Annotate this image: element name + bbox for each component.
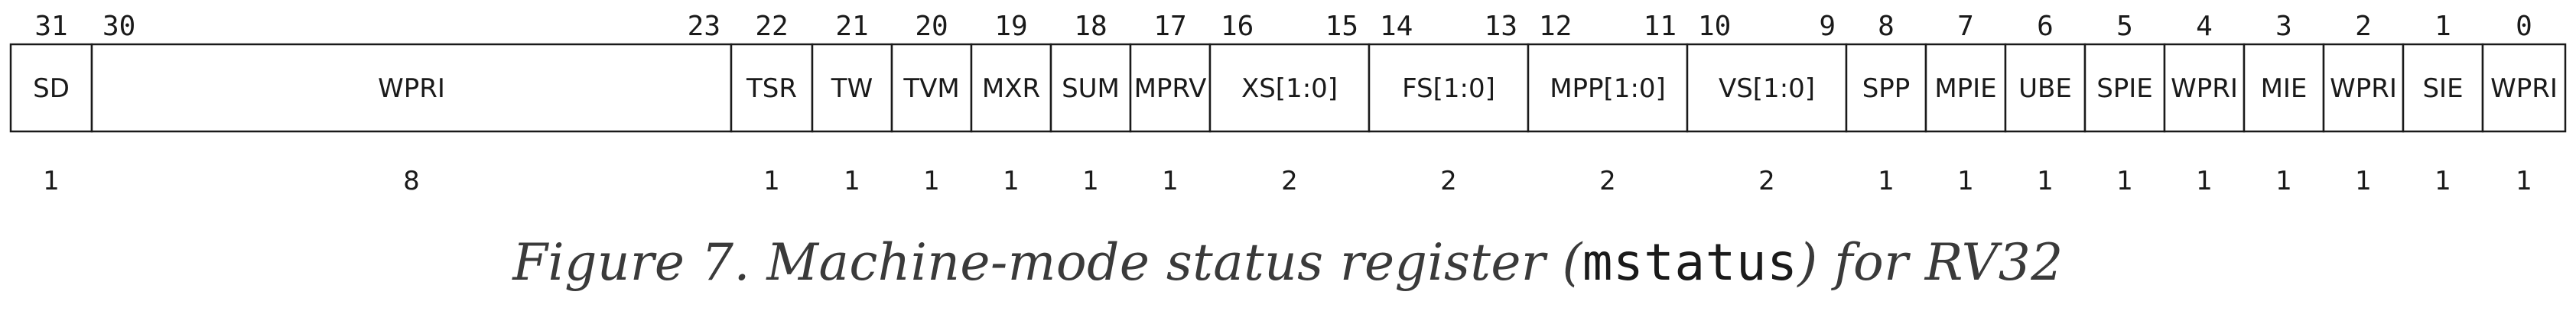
field-0-box — [9, 43, 93, 133]
field-4-bit: 20 — [915, 11, 948, 42]
field-9-lsb: 13 — [1485, 11, 1517, 42]
field-2-width: 1 — [763, 166, 780, 196]
field-16-bit: 4 — [2196, 11, 2213, 42]
field-18-bit: 2 — [2355, 11, 2372, 42]
field-6-box — [1049, 43, 1132, 133]
field-6-name: SUM — [1062, 73, 1120, 104]
field-4-width: 1 — [923, 166, 940, 196]
field-18-name: WPRI — [2330, 73, 2397, 104]
field-15-box — [2083, 43, 2166, 133]
field-20-name: WPRI — [2490, 73, 2558, 104]
field-7-bit: 17 — [1153, 11, 1186, 42]
field-19-bit: 1 — [2435, 11, 2451, 42]
field-5-name: MXR — [982, 73, 1040, 104]
field-15-width: 1 — [2116, 166, 2133, 196]
caption-suffix: ) for RV32 — [1797, 233, 2064, 292]
field-0-name: SD — [33, 73, 70, 104]
field-13-box — [1924, 43, 2007, 133]
field-0-width: 1 — [43, 166, 60, 196]
field-11-box — [1686, 43, 1848, 133]
field-0-bit: 31 — [34, 11, 67, 42]
field-20-box — [2481, 43, 2567, 133]
field-10-width: 2 — [1599, 166, 1616, 196]
field-16-box — [2163, 43, 2246, 133]
field-11-name: VS[1:0] — [1719, 73, 1815, 104]
field-14-width: 1 — [2037, 166, 2054, 196]
field-17-box — [2243, 43, 2325, 133]
field-9-width: 2 — [1440, 166, 1457, 196]
caption-prefix: Figure 7. Machine-mode status register ( — [512, 233, 1582, 292]
field-11-msb: 10 — [1698, 11, 1731, 42]
field-14-name: UBE — [2018, 73, 2072, 104]
field-16-name: WPRI — [2171, 73, 2238, 104]
field-7-name: MPRV — [1134, 73, 1207, 104]
field-13-name: MPIE — [1934, 73, 1996, 104]
field-20-bit: 0 — [2516, 11, 2532, 42]
field-7-box — [1129, 43, 1212, 133]
field-17-bit: 3 — [2275, 11, 2292, 42]
field-4-name: TVM — [903, 73, 959, 104]
field-2-bit: 22 — [755, 11, 788, 42]
field-12-width: 1 — [1878, 166, 1895, 196]
field-8-name: XS[1:0] — [1241, 73, 1338, 104]
field-6-width: 1 — [1082, 166, 1099, 196]
field-12-box — [1845, 43, 1927, 133]
field-10-msb: 12 — [1539, 11, 1572, 42]
field-11-width: 2 — [1758, 166, 1775, 196]
field-20-width: 1 — [2516, 166, 2532, 196]
field-14-bit: 6 — [2037, 11, 2054, 42]
field-13-width: 1 — [1957, 166, 1974, 196]
field-5-width: 1 — [1003, 166, 1020, 196]
field-9-msb: 14 — [1380, 11, 1413, 42]
field-1-name: WPRI — [378, 73, 445, 104]
field-2-name: TSR — [746, 73, 797, 104]
field-9-box — [1368, 43, 1530, 133]
field-5-bit: 19 — [994, 11, 1027, 42]
field-2-box — [730, 43, 814, 133]
field-17-width: 1 — [2275, 166, 2292, 196]
field-6-bit: 18 — [1074, 11, 1107, 42]
field-3-name: TW — [831, 73, 873, 104]
field-12-name: SPP — [1862, 73, 1911, 104]
field-19-box — [2402, 43, 2484, 133]
field-1-msb: 30 — [102, 11, 135, 42]
figure-caption: Figure 7. Machine-mode status register (… — [0, 233, 2576, 292]
caption-code: mstatus — [1582, 233, 1798, 292]
field-8-width: 2 — [1281, 166, 1298, 196]
field-8-lsb: 15 — [1325, 11, 1358, 42]
field-3-bit: 21 — [835, 11, 868, 42]
field-16-width: 1 — [2196, 166, 2213, 196]
field-8-msb: 16 — [1221, 11, 1254, 42]
field-12-bit: 8 — [1878, 11, 1895, 42]
field-18-box — [2322, 43, 2405, 133]
field-10-lsb: 11 — [1644, 11, 1677, 42]
field-3-width: 1 — [844, 166, 860, 196]
field-5-box — [970, 43, 1052, 133]
field-4-box — [890, 43, 973, 133]
field-1-width: 8 — [403, 166, 420, 196]
field-9-name: FS[1:0] — [1402, 73, 1495, 104]
field-7-width: 1 — [1162, 166, 1179, 196]
field-11-lsb: 9 — [1819, 11, 1836, 42]
field-15-name: SPIE — [2096, 73, 2153, 104]
field-1-lsb: 23 — [688, 11, 720, 42]
field-13-bit: 7 — [1957, 11, 1974, 42]
field-19-width: 1 — [2435, 166, 2451, 196]
field-19-name: SIE — [2422, 73, 2463, 104]
field-10-name: MPP[1:0] — [1550, 73, 1666, 104]
field-18-width: 1 — [2355, 166, 2372, 196]
field-1-box — [90, 43, 733, 133]
field-8-box — [1208, 43, 1371, 133]
field-15-bit: 5 — [2116, 11, 2133, 42]
field-17-name: MIE — [2261, 73, 2308, 104]
